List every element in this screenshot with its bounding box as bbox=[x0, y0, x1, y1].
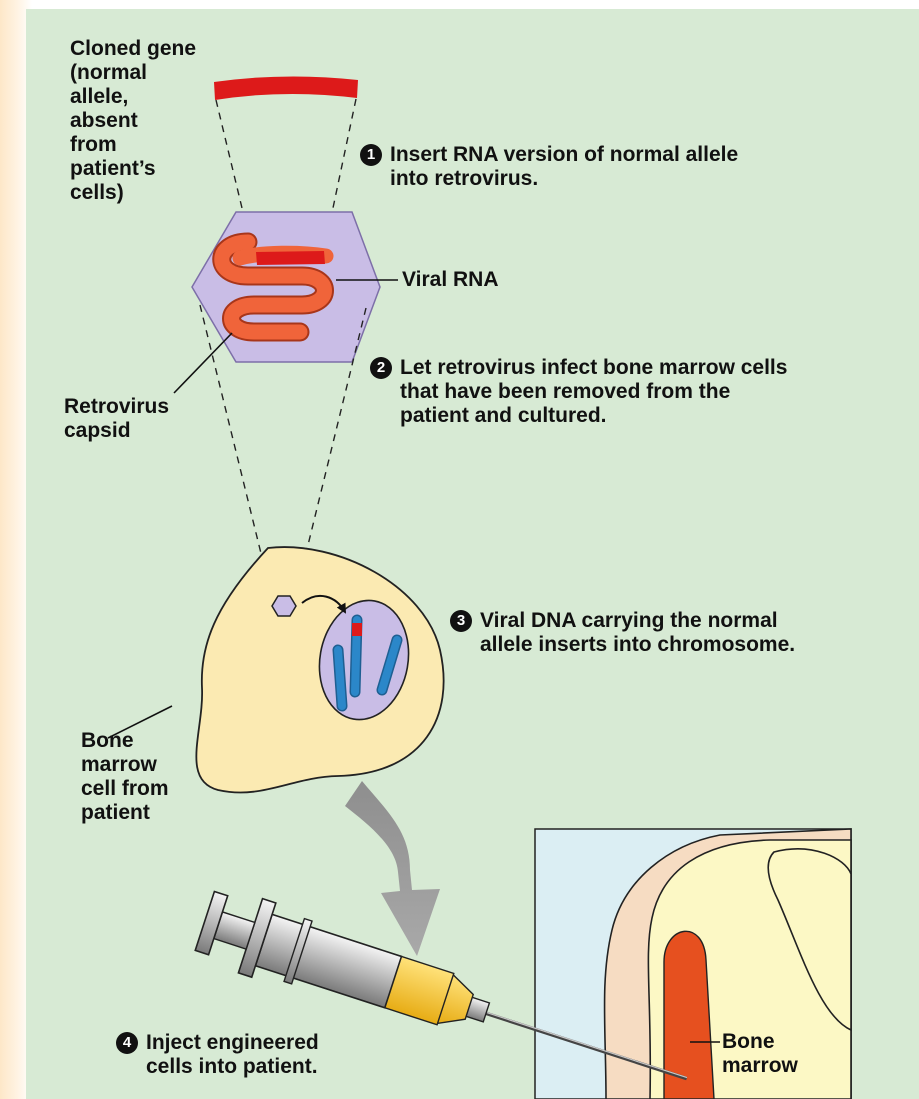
step-3: 3 Viral DNA carrying the normal allele i… bbox=[450, 609, 795, 657]
step-text: Viral DNA carrying the normal allele ins… bbox=[480, 609, 795, 657]
step-4: 4 Inject engineered cells into patient. bbox=[116, 1031, 319, 1079]
bone-marrow-label: Bone marrow bbox=[722, 1030, 798, 1078]
cloned-gene-segment bbox=[214, 76, 358, 100]
small-retrovirus bbox=[272, 596, 296, 616]
step-text: Inject engineered cells into patient. bbox=[146, 1031, 319, 1079]
step-number-badge: 3 bbox=[450, 610, 472, 632]
transfer-arrow bbox=[345, 781, 440, 956]
cloned-gene-label: Cloned gene (normal allele, absent from … bbox=[70, 37, 196, 205]
syringe-barrel bbox=[255, 914, 401, 1007]
patient-anatomy-inset bbox=[535, 829, 851, 1099]
bone-marrow-cell-label: Bone marrow cell from patient bbox=[81, 729, 169, 825]
step-text: Insert RNA version of normal allele into… bbox=[390, 143, 738, 191]
step-text: Let retrovirus infect bone marrow cells … bbox=[400, 356, 787, 428]
inserted-gene-segment bbox=[256, 251, 325, 265]
viral-rna-label: Viral RNA bbox=[402, 268, 498, 292]
step-2: 2 Let retrovirus infect bone marrow cell… bbox=[370, 356, 787, 428]
retrovirus-capsid-label: Retrovirus capsid bbox=[64, 395, 169, 443]
step-number-badge: 4 bbox=[116, 1032, 138, 1054]
step-number-badge: 2 bbox=[370, 357, 392, 379]
inserted-allele bbox=[352, 623, 362, 636]
step-1: 1 Insert RNA version of normal allele in… bbox=[360, 143, 738, 191]
step-number-badge: 1 bbox=[360, 144, 382, 166]
